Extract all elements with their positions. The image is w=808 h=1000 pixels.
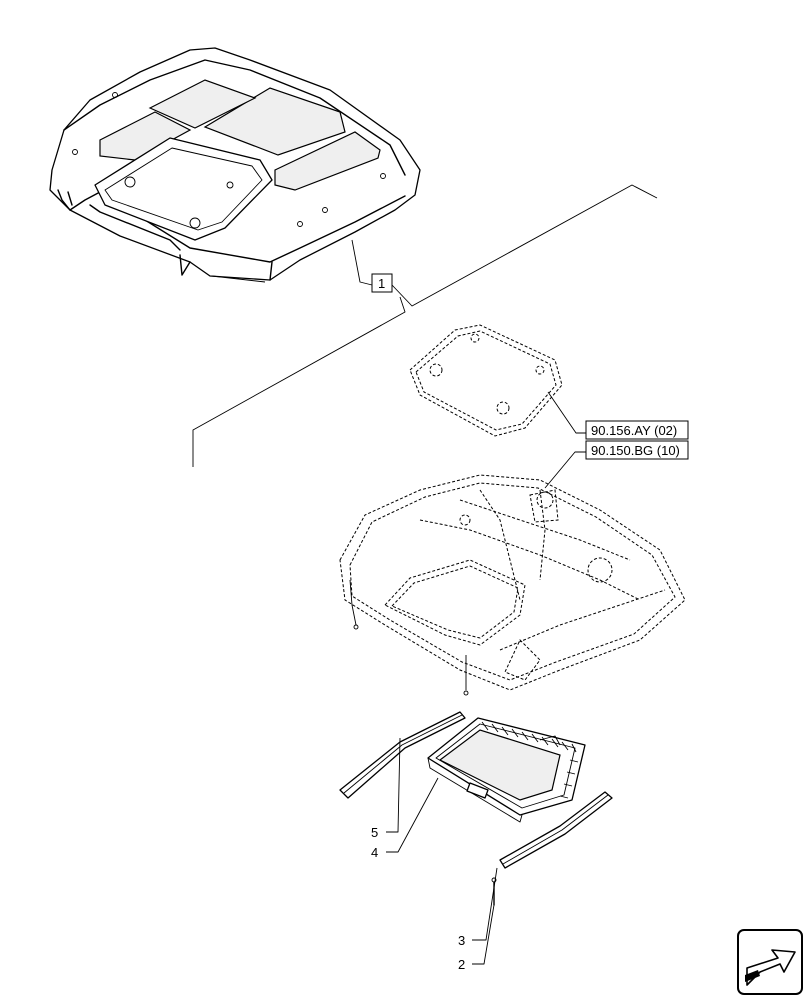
seal-strip-right — [499, 791, 613, 869]
ref-b-label: 90.150.BG (10) — [591, 443, 680, 458]
item-4-leader — [386, 777, 439, 853]
callout-3: 3 — [458, 933, 465, 948]
item-3-leader — [472, 867, 498, 941]
fastener-pin — [491, 877, 497, 906]
callout-2: 2 — [458, 957, 465, 972]
ref-a-label: 90.156.AY (02) — [591, 423, 677, 438]
callout-1-box — [371, 273, 393, 293]
navigation-arrow-icon[interactable] — [737, 929, 803, 995]
item-5-leader — [386, 737, 401, 833]
roof-assembly — [49, 47, 421, 283]
callout-1: 1 — [378, 276, 385, 291]
item-2-leader — [472, 904, 495, 965]
headliner-panel — [409, 324, 563, 437]
cab-frame — [339, 474, 686, 696]
item-1-leaders — [192, 184, 658, 467]
callout-4: 4 — [371, 845, 378, 860]
ref-a-leader — [547, 391, 586, 434]
ref-a-box — [585, 420, 689, 440]
ref-b-box — [585, 440, 689, 460]
sunroof-hatch — [427, 717, 586, 823]
callout-5: 5 — [371, 825, 378, 840]
ref-b-leader — [544, 451, 586, 489]
